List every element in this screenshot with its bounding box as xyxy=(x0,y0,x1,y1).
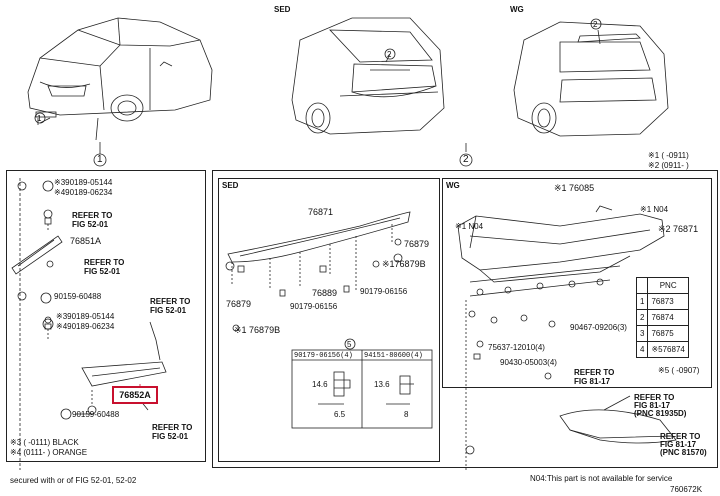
top-note-2: ※2 (0911- ) xyxy=(648,161,689,170)
car-front-illustration xyxy=(27,17,213,141)
dimension-label: 8 xyxy=(404,410,409,419)
panel-wg xyxy=(442,178,712,388)
left-panel-drawing xyxy=(11,178,167,470)
callout-1-car: 1 xyxy=(37,114,42,123)
refer-fig-link[interactable]: FIG 52-01 xyxy=(152,432,189,441)
part-label[interactable]: 90159-60488 xyxy=(72,410,120,419)
refer-label: REFER TO xyxy=(72,211,113,220)
pnc-row-value[interactable]: 76873 xyxy=(647,293,689,310)
part-label[interactable]: ※2 76871 xyxy=(658,224,699,234)
part-label[interactable]: 76851A xyxy=(70,236,102,246)
part-label[interactable]: 90430-05003(4) xyxy=(500,358,557,367)
callout-5: 5 xyxy=(347,340,352,349)
part-label[interactable]: 90179-06156 xyxy=(360,287,408,296)
dimension-label: 14.6 xyxy=(312,380,328,389)
pnc-row-number: 2 xyxy=(635,309,649,326)
panel-2 xyxy=(212,170,718,468)
variant-label-wg: WG xyxy=(510,5,524,14)
panel-sed-title: SED xyxy=(222,181,239,190)
pnc-row-number: 4 xyxy=(635,341,649,358)
pnc-header-row: PNC xyxy=(635,277,689,294)
top-note-1: ※1 ( -0911) xyxy=(648,151,689,160)
pnc-note: ※5 ( -0907) xyxy=(658,366,700,375)
part-label[interactable]: 90467-09206(3) xyxy=(570,323,627,332)
pnc-header: PNC xyxy=(647,277,689,294)
dimension-label: 6.5 xyxy=(334,410,346,419)
footer-note: N04:This part is not available for servi… xyxy=(530,474,673,483)
highlighted-part-76852A[interactable]: 76852A xyxy=(112,386,158,404)
detail-title: 90179-06156(4) xyxy=(294,352,353,360)
part-label[interactable]: 76879 xyxy=(404,239,430,249)
refer-fig-link[interactable]: FIG 81-17 xyxy=(660,440,697,449)
pnc-row-number: 1 xyxy=(635,293,649,310)
legend-color-2: ※4 (0111- ) ORANGE xyxy=(10,448,88,457)
pnc-row-number: 3 xyxy=(635,325,649,342)
part-label[interactable]: 76889 xyxy=(312,288,338,298)
refer-pnc: (PNC 81935D) xyxy=(634,409,687,418)
part-label[interactable]: ※390189-05144 xyxy=(54,178,113,187)
part-label[interactable]: ※1 76085 xyxy=(554,183,595,193)
wagon-rear-illustration xyxy=(513,21,669,137)
refer-label: REFER TO xyxy=(574,368,615,377)
bottom-note: secured with or of FIG 52-01, 52-02 xyxy=(10,476,137,485)
pnc-row-value[interactable]: 76874 xyxy=(647,309,689,326)
sedan-spoiler-drawing xyxy=(227,211,433,429)
refer-fig-link[interactable]: FIG 81-17 xyxy=(574,377,611,386)
part-label[interactable]: ※1 76879B xyxy=(234,325,281,335)
part-label[interactable]: 90179-06156 xyxy=(290,302,338,311)
detail-title: 94151-80600(4) xyxy=(364,352,423,360)
part-label[interactable]: ※1 N04 xyxy=(640,205,669,214)
dimension-label: 13.6 xyxy=(374,380,390,389)
part-label[interactable]: ※490189-06234 xyxy=(56,322,115,331)
refer-label: REFER TO xyxy=(150,297,191,306)
pnc-row[interactable]: 4※576874 xyxy=(635,341,689,358)
refer-label: REFER TO xyxy=(84,258,125,267)
refer-fig-link[interactable]: FIG 52-01 xyxy=(150,306,187,315)
part-label[interactable]: 75637-12010(4) xyxy=(488,343,545,352)
part-label[interactable]: ※1 N04 xyxy=(455,222,484,231)
part-label[interactable]: ※490189-06234 xyxy=(54,188,113,197)
refer-fig-link[interactable]: FIG 52-01 xyxy=(72,220,109,229)
pnc-row-value[interactable]: 76875 xyxy=(647,325,689,342)
callout-2-sedan: 2 xyxy=(387,50,392,59)
refer-label: REFER TO xyxy=(634,393,675,402)
refer-fig-link[interactable]: FIG 52-01 xyxy=(84,267,121,276)
variant-label-sed: SED xyxy=(274,5,291,14)
part-label[interactable]: ※390189-05144 xyxy=(56,312,115,321)
panel-wg-title: WG xyxy=(446,181,460,190)
panel-1 xyxy=(6,170,206,462)
callout-2-wagon: 2 xyxy=(593,20,598,29)
part-label[interactable]: 76871 xyxy=(308,207,334,217)
callout-1[interactable]: 1 xyxy=(97,154,103,165)
callout-2[interactable]: 2 xyxy=(463,154,469,165)
refer-label: REFER TO xyxy=(660,432,701,441)
sedan-rear-illustration xyxy=(291,17,445,135)
part-label[interactable]: ※176879B xyxy=(382,259,426,269)
legend-color-1: ※3 ( -0111) BLACK xyxy=(10,438,79,447)
part-label[interactable]: 90159-60488 xyxy=(54,292,102,301)
footer-code: 760672K xyxy=(670,485,703,494)
wagon-spoiler-drawing xyxy=(457,205,677,470)
panel-sed xyxy=(218,178,440,462)
pnc-row-value[interactable]: ※576874 xyxy=(647,341,689,358)
refer-label: REFER TO xyxy=(152,423,193,432)
part-label[interactable]: 76879 xyxy=(226,299,252,309)
refer-pnc: (PNC 81570) xyxy=(660,448,707,457)
refer-fig-link[interactable]: FIG 81-17 xyxy=(634,401,671,410)
